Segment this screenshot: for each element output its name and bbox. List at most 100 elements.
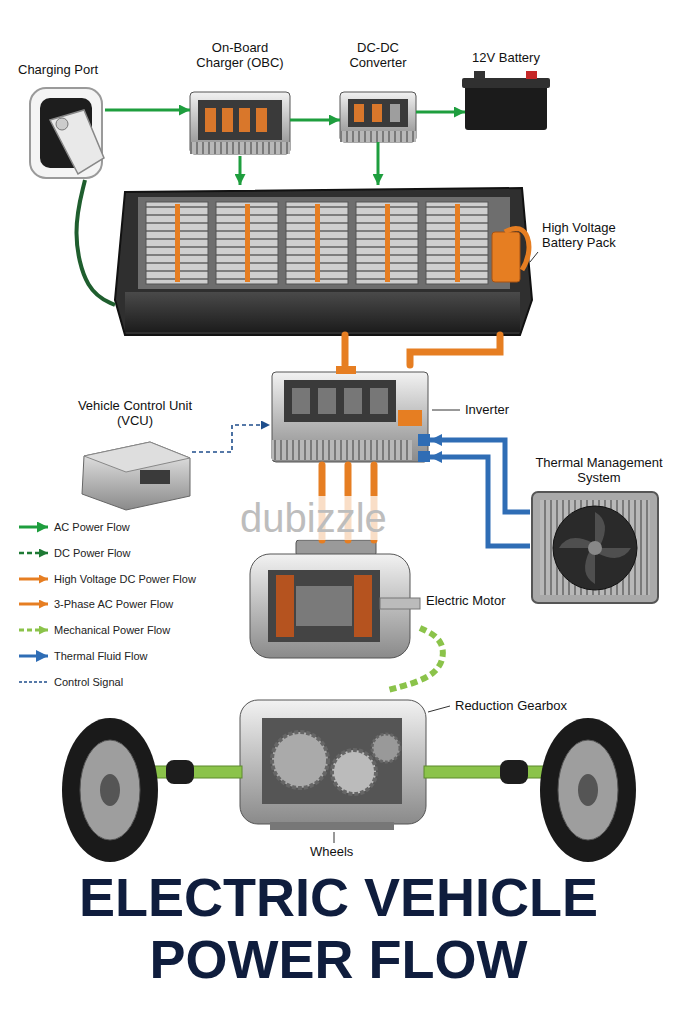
- wheel-art: [62, 718, 158, 862]
- legend-text: DC Power Flow: [54, 546, 130, 560]
- twelve-volt-battery-art: [526, 71, 537, 79]
- legend-sample: [18, 547, 50, 559]
- radiator-art: [559, 512, 631, 584]
- legend-text: 3-Phase AC Power Flow: [54, 597, 173, 611]
- legend-row: Mechanical Power Flow: [18, 623, 170, 637]
- component-label: Reduction Gearbox: [455, 698, 567, 713]
- dc-dc-converter-art: [348, 99, 408, 127]
- component-label: Electric Motor: [426, 593, 505, 608]
- gearbox-art: [262, 718, 402, 804]
- component-node: DC-DC Converter: [340, 90, 416, 142]
- legend-line: [19, 603, 48, 606]
- flow-connector: [192, 425, 270, 452]
- legend-sample: [18, 650, 50, 662]
- wheel-art: [100, 774, 120, 806]
- dc-dc-converter-art: [340, 131, 416, 142]
- battery-pack-art: [138, 197, 510, 289]
- battery-pack-art: [125, 292, 520, 332]
- battery-pack-art: [216, 202, 278, 284]
- inverter-art: [370, 388, 388, 414]
- component-label: On-Board Charger (OBC): [190, 40, 290, 70]
- component-node: High Voltage Battery Pack: [115, 185, 532, 335]
- radiator-art: [532, 492, 658, 603]
- on-board-charger-art: [198, 100, 282, 140]
- motor-art: [354, 575, 372, 637]
- on-board-charger-art: [190, 142, 290, 154]
- inverter-art: [272, 366, 430, 462]
- leader-line: [334, 832, 335, 843]
- wheel-art: [540, 718, 636, 862]
- leader-line: [428, 706, 450, 712]
- wheel-art: [578, 774, 598, 806]
- legend-row: DC Power Flow: [18, 546, 130, 560]
- component-node: Charging Port: [30, 88, 105, 180]
- legend-text: Control Signal: [54, 675, 123, 689]
- battery-pack-art: [505, 228, 529, 270]
- gearbox-art: [240, 700, 426, 830]
- on-board-charger-art: [239, 108, 250, 132]
- radiator-art: [588, 541, 602, 555]
- component-node: On-Board Charger (OBC): [190, 88, 290, 156]
- leader-line: [334, 252, 538, 843]
- legend-line: [19, 577, 48, 580]
- flow-connector: [430, 457, 530, 546]
- battery-pack-art: [146, 202, 208, 284]
- legend-row: High Voltage DC Power Flow: [18, 572, 196, 586]
- leader-line: [530, 252, 538, 262]
- inverter-art: [272, 440, 412, 460]
- charging-port-art: [50, 110, 104, 174]
- axle-art: [166, 760, 194, 784]
- on-board-charger-art: [205, 108, 216, 132]
- legend-text: AC Power Flow: [54, 520, 130, 534]
- wheel-art: [80, 740, 140, 840]
- dc-dc-converter-art: [340, 92, 416, 142]
- gearbox-art: [270, 822, 394, 830]
- gearbox-art: [372, 734, 400, 762]
- dc-dc-converter-art: [354, 104, 364, 122]
- vcu-art: [84, 442, 190, 472]
- on-board-charger-art: [256, 108, 267, 132]
- wheel-art: [558, 740, 618, 840]
- motor-art: [380, 598, 420, 609]
- component-node: Reduction Gearbox: [230, 690, 430, 830]
- inverter-art: [318, 388, 336, 414]
- component-label: Inverter: [465, 402, 509, 417]
- legend-sample: [18, 598, 50, 610]
- component-node: 12V Battery: [465, 72, 547, 130]
- leader-line: [432, 410, 460, 411]
- legend-line: [19, 552, 48, 555]
- legend-sample: [18, 676, 50, 688]
- part-label: Wheels: [308, 845, 355, 859]
- battery-pack-art: [492, 232, 520, 282]
- component-label: DC-DC Converter: [338, 40, 418, 70]
- legend-sample: [18, 521, 50, 533]
- battery-pack-art: [426, 202, 488, 284]
- axle-art: [500, 760, 528, 784]
- radiator-art: [532, 492, 658, 603]
- motor-art: [276, 575, 294, 637]
- legend-text: Mechanical Power Flow: [54, 623, 170, 637]
- motor-art: [296, 586, 352, 626]
- battery-pack-art: [115, 188, 532, 335]
- component-label: 12V Battery: [472, 50, 540, 65]
- legend-row: 3-Phase AC Power Flow: [18, 597, 173, 611]
- motor-art: [250, 540, 420, 658]
- flow-connector: [410, 335, 500, 365]
- axle-art: [150, 766, 242, 778]
- wheel-art: [62, 718, 636, 862]
- battery-pack-art: [356, 202, 418, 284]
- dc-dc-converter-art: [340, 92, 416, 142]
- radiator-art: [553, 506, 637, 590]
- component-label: Thermal Management System: [528, 455, 670, 485]
- flow-connector: [430, 440, 530, 512]
- flow-connector: [388, 628, 443, 690]
- on-board-charger-art: [222, 108, 233, 132]
- flow-connector: [342, 335, 349, 365]
- twelve-volt-battery-art: [462, 78, 550, 88]
- charging-port-art: [56, 118, 68, 130]
- component-label: High Voltage Battery Pack: [542, 220, 632, 250]
- legend-row: Control Signal: [18, 675, 123, 689]
- legend-sample: [18, 573, 50, 585]
- battery-pack-art: [175, 204, 180, 282]
